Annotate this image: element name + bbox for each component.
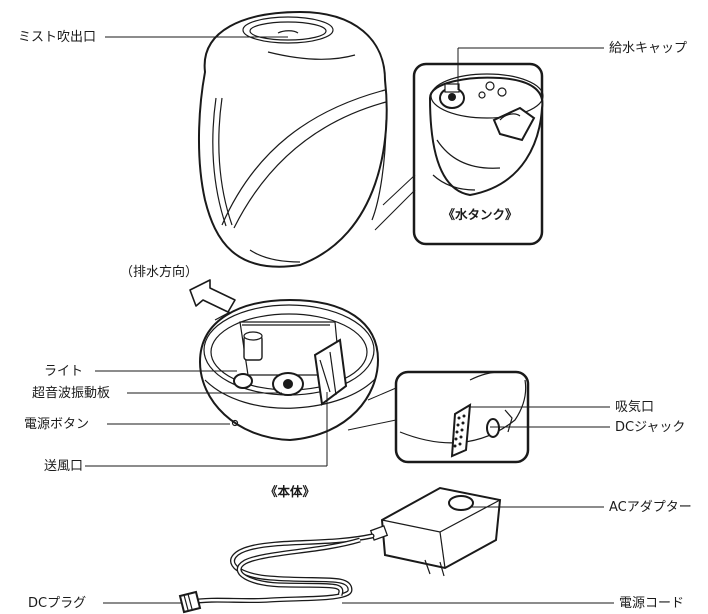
water-tank-caption: 《水タンク》 [442,207,517,222]
inset-connector-line [374,189,416,231]
power-button-label: 電源ボタン [24,417,89,432]
intake-label: 吸気口 [615,399,654,415]
dc-jack-label: DCジャック [615,420,685,435]
dc-plug-label: DCプラグ [28,596,86,611]
power-cord-illustration [187,533,375,605]
mist-outlet-label: ミスト吹出口 [18,30,96,45]
fill-cap-label: 給水キャップ [609,41,687,56]
dc-plug-illustration [178,590,202,614]
light-label: ライト [44,364,83,379]
main-body-illustration [198,298,380,442]
inset-connector-line [382,174,416,206]
water-tank-illustration [198,10,388,268]
ac-adapter-label: ACアダプター [609,500,692,515]
drain-direction-label: （排水方向） [120,264,198,280]
body-back-inset-box [394,370,530,464]
ac-adapter-illustration [369,486,502,577]
power-cord-label: 電源コード [619,596,684,611]
main-body-caption: 《本体》 [265,484,315,499]
ultrasonic-plate-label: 超音波振動板 [32,385,110,401]
leader-lines [85,36,614,604]
tank-inset-box [412,62,544,246]
inset-connector-line [347,419,397,431]
air-outlet-label: 送風口 [44,459,83,474]
arrow-up-left-icon [189,279,236,313]
inset-connector-line [367,387,397,401]
